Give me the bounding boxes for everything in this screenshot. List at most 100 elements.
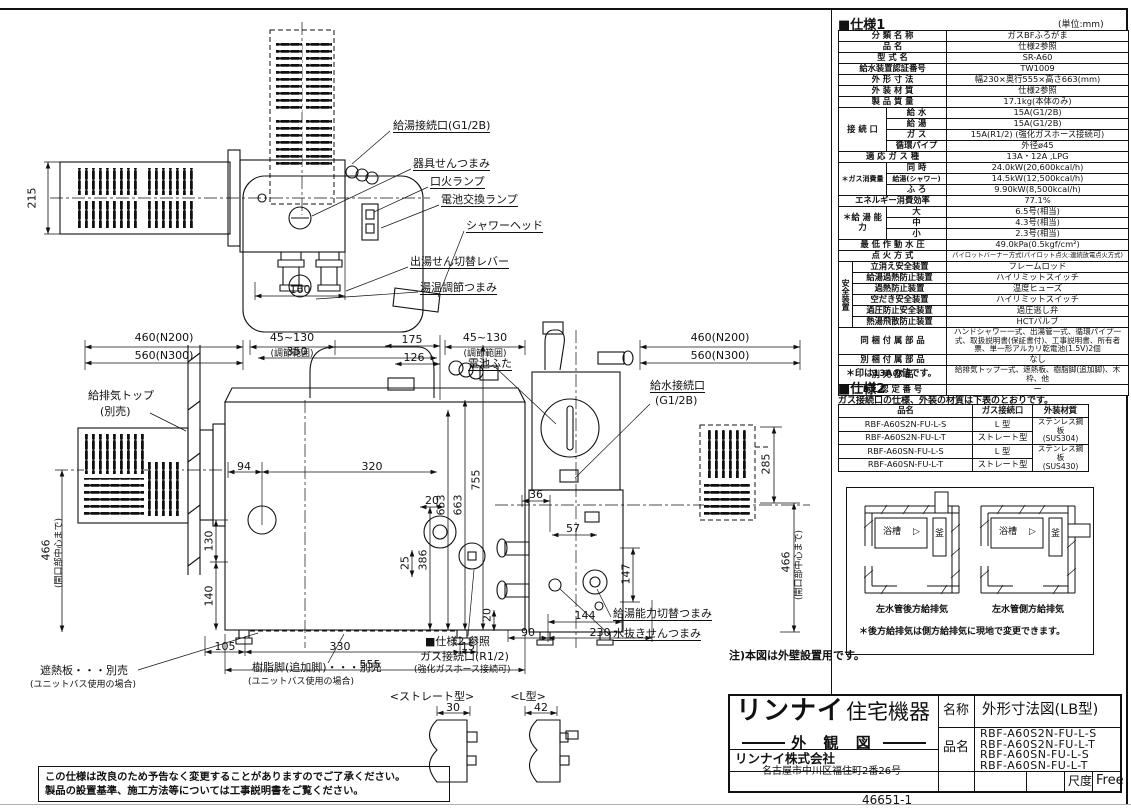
dim-42: 42 (534, 701, 548, 714)
frame-bottom-line (0, 804, 1131, 805)
dim-adjust-right: 45~130 (462, 331, 508, 344)
dim-555: 555 (359, 658, 381, 671)
spec2-gas-type: L 型 (972, 417, 1033, 432)
spec1-sublabel: 熱湯飛散防止装置 (851, 316, 948, 328)
spec1-footnote: ＊印は13Aの値です。 (846, 369, 937, 379)
spec1-title: ■仕様1 (838, 18, 886, 33)
rule-line (882, 741, 927, 744)
dim-126: 126 (403, 351, 425, 364)
drawing-name-value: 外形寸法図(LB型) (982, 702, 1099, 718)
spec1-value: ハイリミットスイッチ (946, 272, 1130, 284)
spec1-label: エネルギー消費効率 (837, 195, 948, 207)
dim-215: 215 (25, 187, 39, 209)
label-resin-leg-note: (ユニットバス使用の場合) (248, 677, 355, 687)
spec2-gas-type: ストレート型 (972, 457, 1033, 473)
dim-105: 105 (214, 640, 236, 653)
spec1-sublabel: 循環パイプ (885, 140, 948, 152)
label-heat-shield-note: (ユニットバス使用の場合) (30, 680, 137, 690)
spec1-value: 24.0kW(20,600kcal/h) (946, 162, 1130, 174)
dim-653: 653 (434, 494, 448, 516)
title-block-divider (974, 696, 975, 791)
document-number: 46651-1 (862, 793, 913, 807)
spec1-value: 2.3号(相当) (946, 228, 1130, 240)
spec1-value: ガスBFふろがま (946, 30, 1130, 42)
spec2-model: RBF-A60SN-FU-L-S (838, 444, 973, 459)
spec1-label: 同 梱 付 属 部 品 (837, 326, 948, 356)
dashed-geometry (250, 29, 770, 632)
callout-temp-knob: 湯温調節つまみ (420, 281, 497, 295)
callout-capacity-knob: 給湯能力切替つまみ (613, 607, 712, 621)
spec2-table: 品名 ガス接続口 外装材質 RBF-A60S2N-FU-L-S L 型 ステンレ… (838, 404, 1089, 473)
disclaimer-line-1: この仕様は改良のため予告なく変更することがありますのでご了承ください。 (45, 771, 406, 783)
installation-diagram-box: 浴槽 ▷ 釜 浴槽 ▷ 釜 左水管後方給排気 左水管側方給排気 ＊後方給排気は側… (846, 487, 1094, 655)
dim-160: 160 (289, 283, 311, 296)
callout-battery-cover: 電池ふた (468, 357, 512, 371)
spec2-header: 外装材質 (1032, 404, 1089, 418)
spec1-value: 6.5号(相当) (946, 206, 1130, 218)
label-l-type: <L型> (510, 690, 546, 703)
label-straight-type: <ストレート型> (389, 690, 475, 703)
spec1-sublabel: 過熱防止装置 (851, 283, 948, 295)
spec1-unit-note: (単位:mm) (1058, 20, 1104, 30)
spec1-value: 温度ヒューズ (946, 283, 1130, 295)
spec1-value: 77.1% (946, 195, 1130, 207)
spec1-value: ー (946, 383, 1130, 396)
dim-144: 144 (574, 609, 596, 622)
spec1-sublabel: ガ ス (885, 129, 948, 141)
spec2-material-line: (SUS304) (1042, 434, 1079, 444)
spec1-label: 分 類 名 称 (837, 30, 948, 42)
arrow-right-icon: ▷ (913, 527, 920, 537)
dim-30: 30 (446, 701, 460, 714)
dim-663: 663 (451, 494, 465, 516)
spec1-group-gas-consumption: ＊ガス消費量 (838, 162, 887, 196)
dim-20-top: 20 (425, 494, 439, 507)
spec1-sublabel: 過圧防止安全装置 (851, 305, 948, 317)
dim-460-left: 460(N200) (134, 331, 194, 344)
brand-logo: リンナイ (736, 696, 845, 726)
callout-outlet-lever: 出湯せん切替レバー (410, 255, 509, 269)
product-code: RBF-A60S2N-FU-L-T (980, 737, 1096, 751)
arrow-right-icon: ▷ (1029, 527, 1036, 537)
spec1-value: 仕様2参照 (946, 85, 1130, 97)
spec1-value: 15A(R1/2) (強化ガスホース接続可) (946, 129, 1130, 141)
spec1-value: HCTバルブ (946, 316, 1130, 328)
callout-battery-lamp: 電池交換ランプ (441, 193, 518, 207)
dim-90: 90 (521, 626, 535, 639)
dim-230: 230 (589, 626, 611, 639)
product-label: 品名 (943, 740, 970, 755)
spec1-label: 外 装 材 質 (837, 85, 948, 97)
installation-diagrams (863, 491, 1091, 595)
spec1-label: 型 式 名 (837, 52, 948, 64)
title-block-divider (730, 749, 938, 750)
product-code: RBF-A60SN-FU-L-S (980, 748, 1090, 761)
kama-label-right: 釜 (1051, 529, 1061, 539)
dimension-lines (45, 162, 800, 716)
frame-right-line (1126, 8, 1128, 804)
spec1-label: 品 名 (837, 41, 948, 53)
dim-15: 15 (461, 640, 475, 653)
dim-466-right: 466 (779, 551, 793, 573)
spec1-label: 点 火 方 式 (837, 250, 948, 262)
spec1-value: TW1009 (946, 63, 1130, 75)
spec1-value: 15A(G1/2B) (946, 107, 1130, 119)
rule-line (742, 741, 786, 744)
spec2-header: 品名 (838, 404, 973, 418)
spec1-value: 49.0kPa(0.5kgf/cm²) (946, 239, 1130, 251)
spec1-group-safety: 安全装置 (838, 261, 853, 328)
dim-460-right: 460(N200) (690, 331, 750, 344)
spec1-value: 仕様2参照 (946, 41, 1130, 53)
spec1-value: 過圧逃し弁 (946, 305, 1130, 317)
spec1-sublabel: 中 (885, 217, 948, 229)
dim-175: 175 (401, 333, 423, 346)
title-block-divider (730, 771, 1120, 772)
spec1-sublabel: 給 湯 (885, 118, 948, 130)
spec2-material-line: (SUS430) (1042, 461, 1079, 471)
spec1-value: 13A・12A ,LPG (946, 151, 1130, 163)
dim-330: 330 (329, 640, 351, 653)
label-gas-ref: ■仕様2 参照 (425, 635, 490, 648)
spec1-label: 製 品 質 量 (837, 96, 948, 108)
dim-466-note-right: (開口部中心まで) (794, 529, 805, 601)
dim-20-bottom: 20 (480, 608, 494, 622)
dim-adjust-left: 45~130 (269, 331, 315, 344)
spec1-value: ハイリミットスイッチ (946, 294, 1130, 306)
